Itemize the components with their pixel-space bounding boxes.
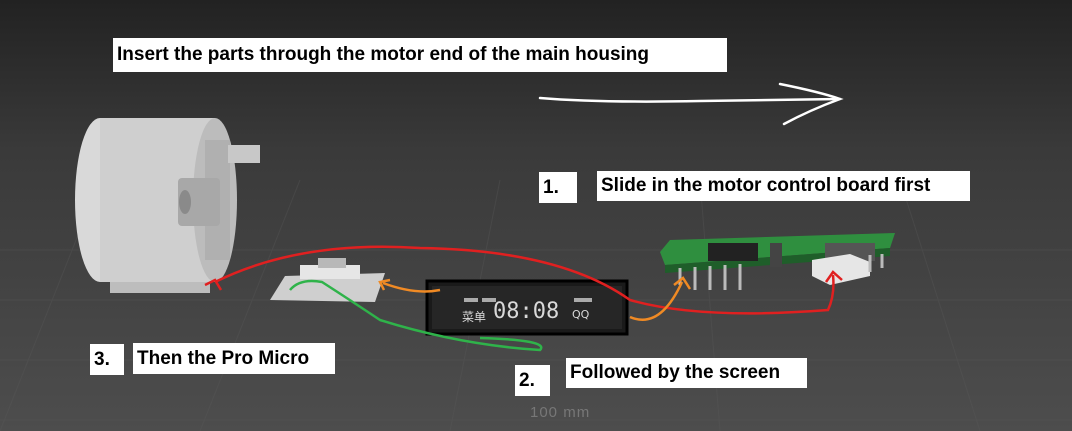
step-3-number: 3. bbox=[90, 344, 124, 375]
screen-time: 08:08 bbox=[493, 299, 559, 324]
red-path bbox=[204, 245, 843, 315]
step-1-label: Slide in the motor control board first bbox=[597, 171, 970, 201]
screen-module: 08:08 菜单 QQ bbox=[425, 279, 629, 336]
step-2-label: Followed by the screen bbox=[566, 358, 807, 388]
motor-housing bbox=[75, 118, 260, 293]
step-3-label: Then the Pro Micro bbox=[133, 343, 335, 374]
step-1-number: 1. bbox=[539, 172, 577, 203]
orange-path bbox=[378, 276, 692, 322]
green-path bbox=[289, 279, 543, 352]
screen-left-glyphs: 菜单 bbox=[462, 310, 486, 324]
insert-direction-arrow bbox=[538, 82, 844, 126]
pro-micro-board bbox=[270, 258, 385, 302]
motor-control-board bbox=[660, 233, 895, 290]
step-2-number: 2. bbox=[515, 365, 550, 396]
screen-right-glyphs: QQ bbox=[572, 308, 590, 321]
ruler-label: 100 mm bbox=[530, 404, 591, 421]
instruction-title: Insert the parts through the motor end o… bbox=[113, 38, 727, 72]
